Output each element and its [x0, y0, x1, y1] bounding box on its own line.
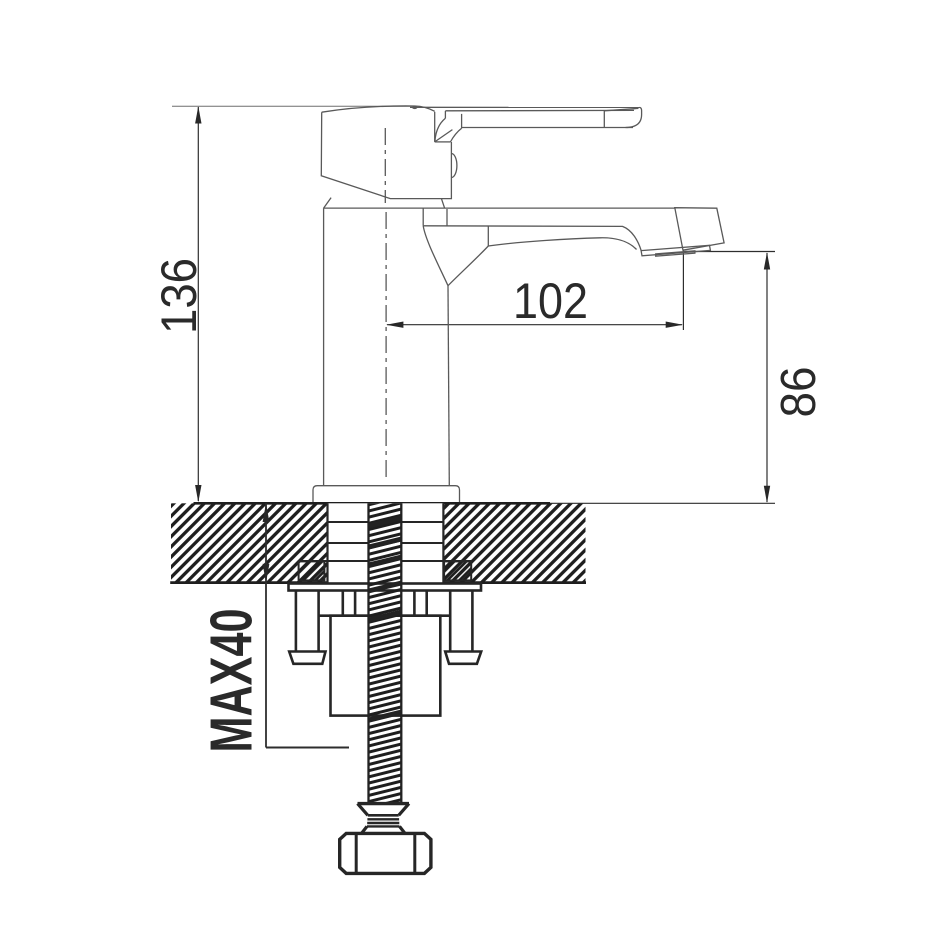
svg-text:MAX40: MAX40	[199, 609, 265, 753]
svg-text:136: 136	[151, 258, 207, 334]
svg-text:102: 102	[513, 273, 588, 329]
svg-text:86: 86	[772, 367, 826, 418]
